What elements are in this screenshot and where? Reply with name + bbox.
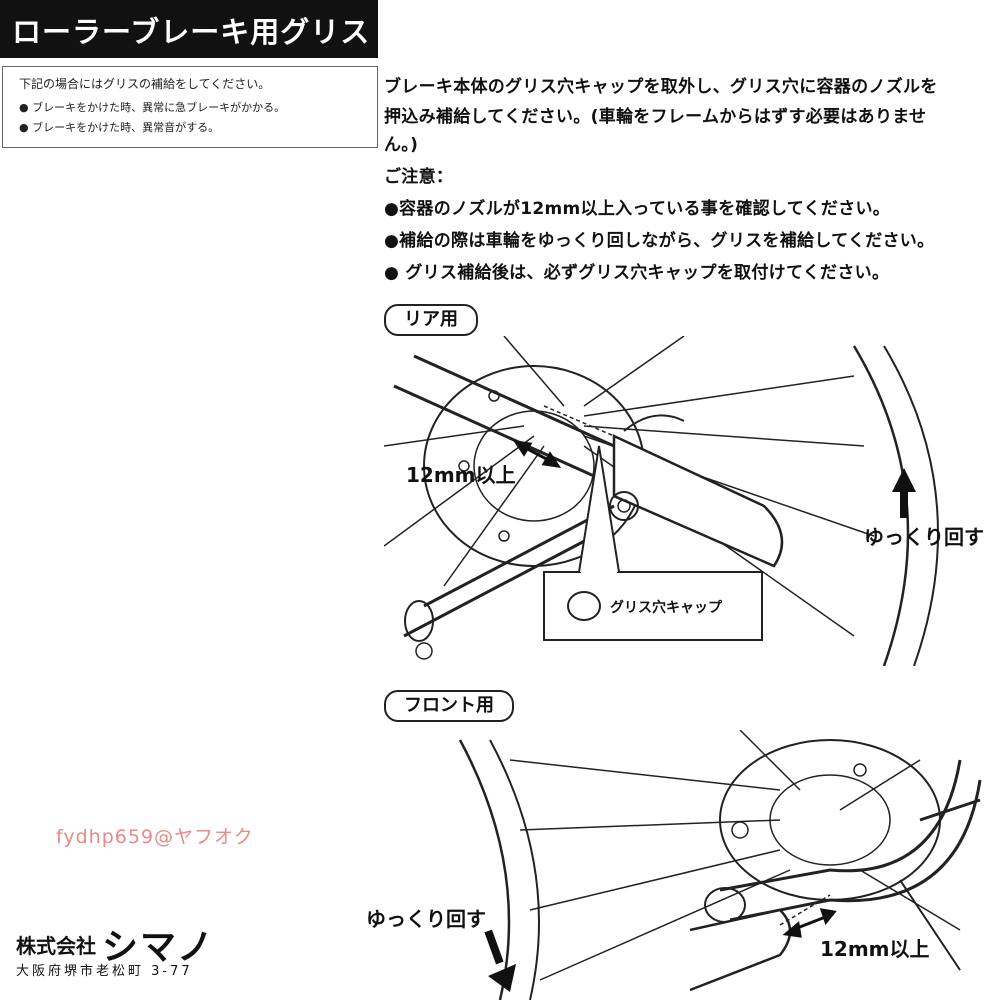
company-address: 大阪府堺市老松町 3-77	[16, 964, 193, 979]
caution-item: ●補給の際は車輪をゆっくり回しながら、グリスを補給してください。	[384, 231, 935, 251]
grease-cap-label: グリス穴キャップ	[610, 599, 723, 616]
front-caption: フロント用	[384, 690, 514, 722]
rear-rotate-label: ゆっくり回す	[864, 525, 984, 549]
note-item: ● ブレーキをかけた時、異常に急ブレーキがかかる。	[19, 101, 286, 114]
company-logo: シマノ	[102, 927, 215, 968]
company-block: 株式会社シマノ	[16, 918, 215, 970]
instruction-line: ブレーキ本体のグリス穴キャップを取外し、グリス穴に容器のノズルを	[384, 77, 938, 97]
rear-caption: リア用	[384, 304, 478, 336]
caution-item: ● グリス補給後は、必ずグリス穴キャップを取付けてください。	[384, 263, 890, 283]
caution-heading: ご注意：	[384, 167, 454, 187]
caution-item: ●容器のノズルが12mm以上入っている事を確認してください。	[384, 199, 891, 219]
note-heading: 下記の場合にはグリスの補給をしてください。	[19, 77, 271, 91]
note-item: ● ブレーキをかけた時、異常音がする。	[19, 121, 220, 134]
title-bar: ローラーブレーキ用グリス	[0, 0, 378, 58]
instruction-line: ん。)	[384, 135, 419, 155]
front-depth-label: 12mm以上	[820, 937, 930, 961]
front-brake-illustration: ゆっくり回す 12mm以上	[366, 730, 982, 1000]
company-name: 株式会社	[16, 934, 96, 958]
note-box: 下記の場合にはグリスの補給をしてください。 ● ブレーキをかけた時、異常に急ブレ…	[2, 66, 378, 148]
page-title: ローラーブレーキ用グリス	[12, 15, 371, 49]
watermark: fydhp659@ヤフオク	[56, 826, 254, 848]
rear-depth-label: 12mm以上	[406, 463, 516, 487]
instruction-line: 押込み補給してください。(車輪をフレームからはずす必要はありませ	[384, 107, 927, 127]
rear-brake-illustration: 12mm以上 ゆっくり回す グリス穴キャップ	[384, 336, 984, 666]
front-rotate-label: ゆっくり回す	[366, 907, 486, 931]
